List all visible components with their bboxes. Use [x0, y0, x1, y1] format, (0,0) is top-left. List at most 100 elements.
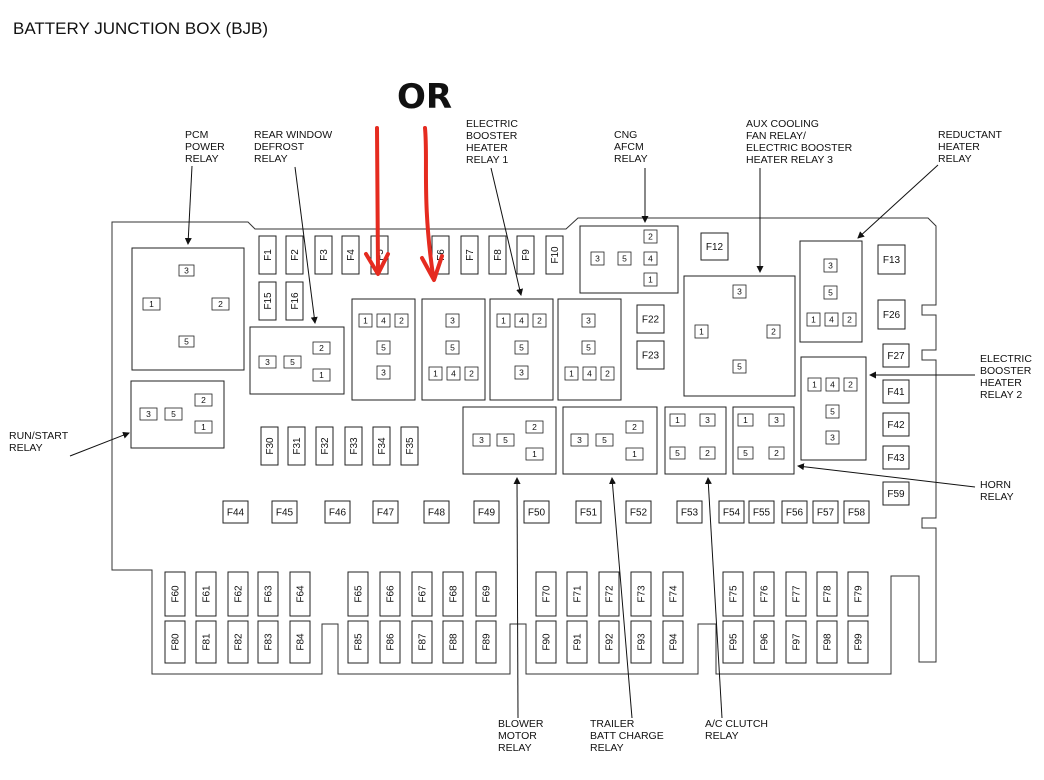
svg-text:F54: F54 [723, 508, 741, 519]
svg-text:1: 1 [812, 380, 817, 390]
svg-text:F92: F92 [605, 633, 616, 651]
svg-text:2: 2 [399, 316, 404, 326]
fuse-f10: F10 [545, 235, 564, 275]
fuse-f57: F57 [812, 500, 839, 524]
fuse-f86: F86 [379, 620, 401, 664]
svg-text:MOTOR: MOTOR [498, 730, 537, 742]
svg-text:F52: F52 [630, 508, 648, 519]
fuse-f66: F66 [379, 571, 401, 617]
label-rear-window-defrost-relay: REAR WINDOW DEFROST RELAY [254, 129, 332, 165]
svg-text:4: 4 [519, 316, 524, 326]
fuse-f94: F94 [662, 620, 684, 664]
svg-text:RELAY 2: RELAY 2 [980, 389, 1022, 401]
svg-text:CNG: CNG [614, 129, 637, 141]
svg-text:1: 1 [363, 316, 368, 326]
svg-text:F84: F84 [296, 633, 307, 651]
fuse-f91: F91 [566, 620, 588, 664]
fuse-f68: F68 [442, 571, 464, 617]
svg-text:F81: F81 [202, 633, 213, 651]
svg-text:3: 3 [586, 316, 591, 326]
fuse-f85: F85 [347, 620, 369, 664]
svg-text:1: 1 [569, 369, 574, 379]
fuse-f75: F75 [722, 571, 744, 617]
svg-text:F12: F12 [706, 242, 724, 253]
trailer-batt-charge-relay: 3 5 2 1 [562, 406, 658, 475]
blower-motor-relay: 3 5 2 1 [462, 406, 557, 475]
fuse-f90: F90 [535, 620, 557, 664]
svg-text:F64: F64 [296, 585, 307, 603]
fuse-f15: F15 [258, 281, 277, 321]
svg-text:F15: F15 [263, 292, 274, 310]
pcm-power-relay: 3 1 2 5 [131, 247, 245, 371]
svg-text:OR: OR [397, 77, 452, 117]
fuse-f87: F87 [411, 620, 433, 664]
red-annotation: OR [364, 77, 452, 282]
svg-text:3: 3 [146, 409, 151, 419]
svg-text:F34: F34 [377, 437, 388, 455]
svg-text:BOOSTER: BOOSTER [980, 365, 1032, 377]
svg-text:5: 5 [586, 343, 591, 353]
svg-text:3: 3 [774, 415, 779, 425]
fuse-f64: F64 [289, 571, 311, 617]
svg-text:F42: F42 [887, 420, 905, 431]
svg-text:1: 1 [532, 449, 537, 459]
svg-text:F82: F82 [234, 633, 245, 651]
svg-text:2: 2 [218, 299, 223, 309]
svg-text:F58: F58 [848, 508, 866, 519]
fuse-f77: F77 [785, 571, 807, 617]
svg-text:F33: F33 [349, 437, 360, 455]
fuse-f98: F98 [816, 620, 838, 664]
svg-text:2: 2 [532, 422, 537, 432]
svg-text:3: 3 [519, 368, 524, 378]
fuse-f2: F2 [285, 235, 304, 275]
svg-text:RELAY: RELAY [590, 742, 624, 754]
svg-text:BLOWER: BLOWER [498, 718, 544, 730]
svg-text:F76: F76 [760, 585, 771, 603]
fuse-f48: F48 [423, 500, 450, 524]
fuse-f7: F7 [460, 235, 479, 275]
svg-text:5: 5 [184, 337, 189, 347]
fuse-f33: F33 [344, 426, 363, 466]
svg-text:1: 1 [811, 315, 816, 325]
cng-afcm-relay: 3 5 2 4 1 [579, 225, 679, 294]
svg-text:F10: F10 [550, 246, 561, 264]
rear-window-defrost-relay: 3 5 2 1 [249, 326, 345, 395]
svg-text:F51: F51 [580, 508, 598, 519]
relay-slot-a: 1 4 2 5 3 [351, 298, 416, 401]
relay-slot-d: 3 5 1 4 2 [557, 298, 622, 401]
fuse-f93: F93 [630, 620, 652, 664]
svg-text:F93: F93 [637, 633, 648, 651]
fuse-f3: F3 [314, 235, 333, 275]
fuse-f35: F35 [400, 426, 419, 466]
svg-text:F44: F44 [227, 508, 245, 519]
fuse-f30: F30 [260, 426, 279, 466]
svg-text:REAR WINDOW: REAR WINDOW [254, 129, 332, 141]
svg-text:3: 3 [737, 287, 742, 297]
svg-text:F66: F66 [386, 585, 397, 603]
fuse-f74: F74 [662, 571, 684, 617]
svg-text:1: 1 [149, 299, 154, 309]
fuse-f34: F34 [372, 426, 391, 466]
fuse-f62: F62 [227, 571, 249, 617]
svg-text:F13: F13 [883, 255, 901, 266]
svg-text:HEATER: HEATER [466, 142, 508, 154]
fuse-f82: F82 [227, 620, 249, 664]
svg-text:1: 1 [319, 370, 324, 380]
svg-text:4: 4 [830, 380, 835, 390]
fuse-f67: F67 [411, 571, 433, 617]
label-reductant-heater-relay: REDUCTANT HEATER RELAY [938, 129, 1003, 165]
label-blower-motor-relay: BLOWER MOTOR RELAY [498, 718, 544, 754]
svg-text:F99: F99 [854, 633, 865, 651]
svg-text:3: 3 [450, 316, 455, 326]
fuse-f46: F46 [324, 500, 351, 524]
svg-text:RELAY: RELAY [705, 730, 739, 742]
svg-text:F85: F85 [354, 633, 365, 651]
svg-text:F59: F59 [887, 489, 905, 500]
svg-text:F74: F74 [669, 585, 680, 603]
svg-text:2: 2 [319, 343, 324, 353]
svg-text:DEFROST: DEFROST [254, 141, 305, 153]
svg-text:F70: F70 [542, 585, 553, 603]
svg-text:F73: F73 [637, 585, 648, 603]
svg-text:1: 1 [632, 449, 637, 459]
